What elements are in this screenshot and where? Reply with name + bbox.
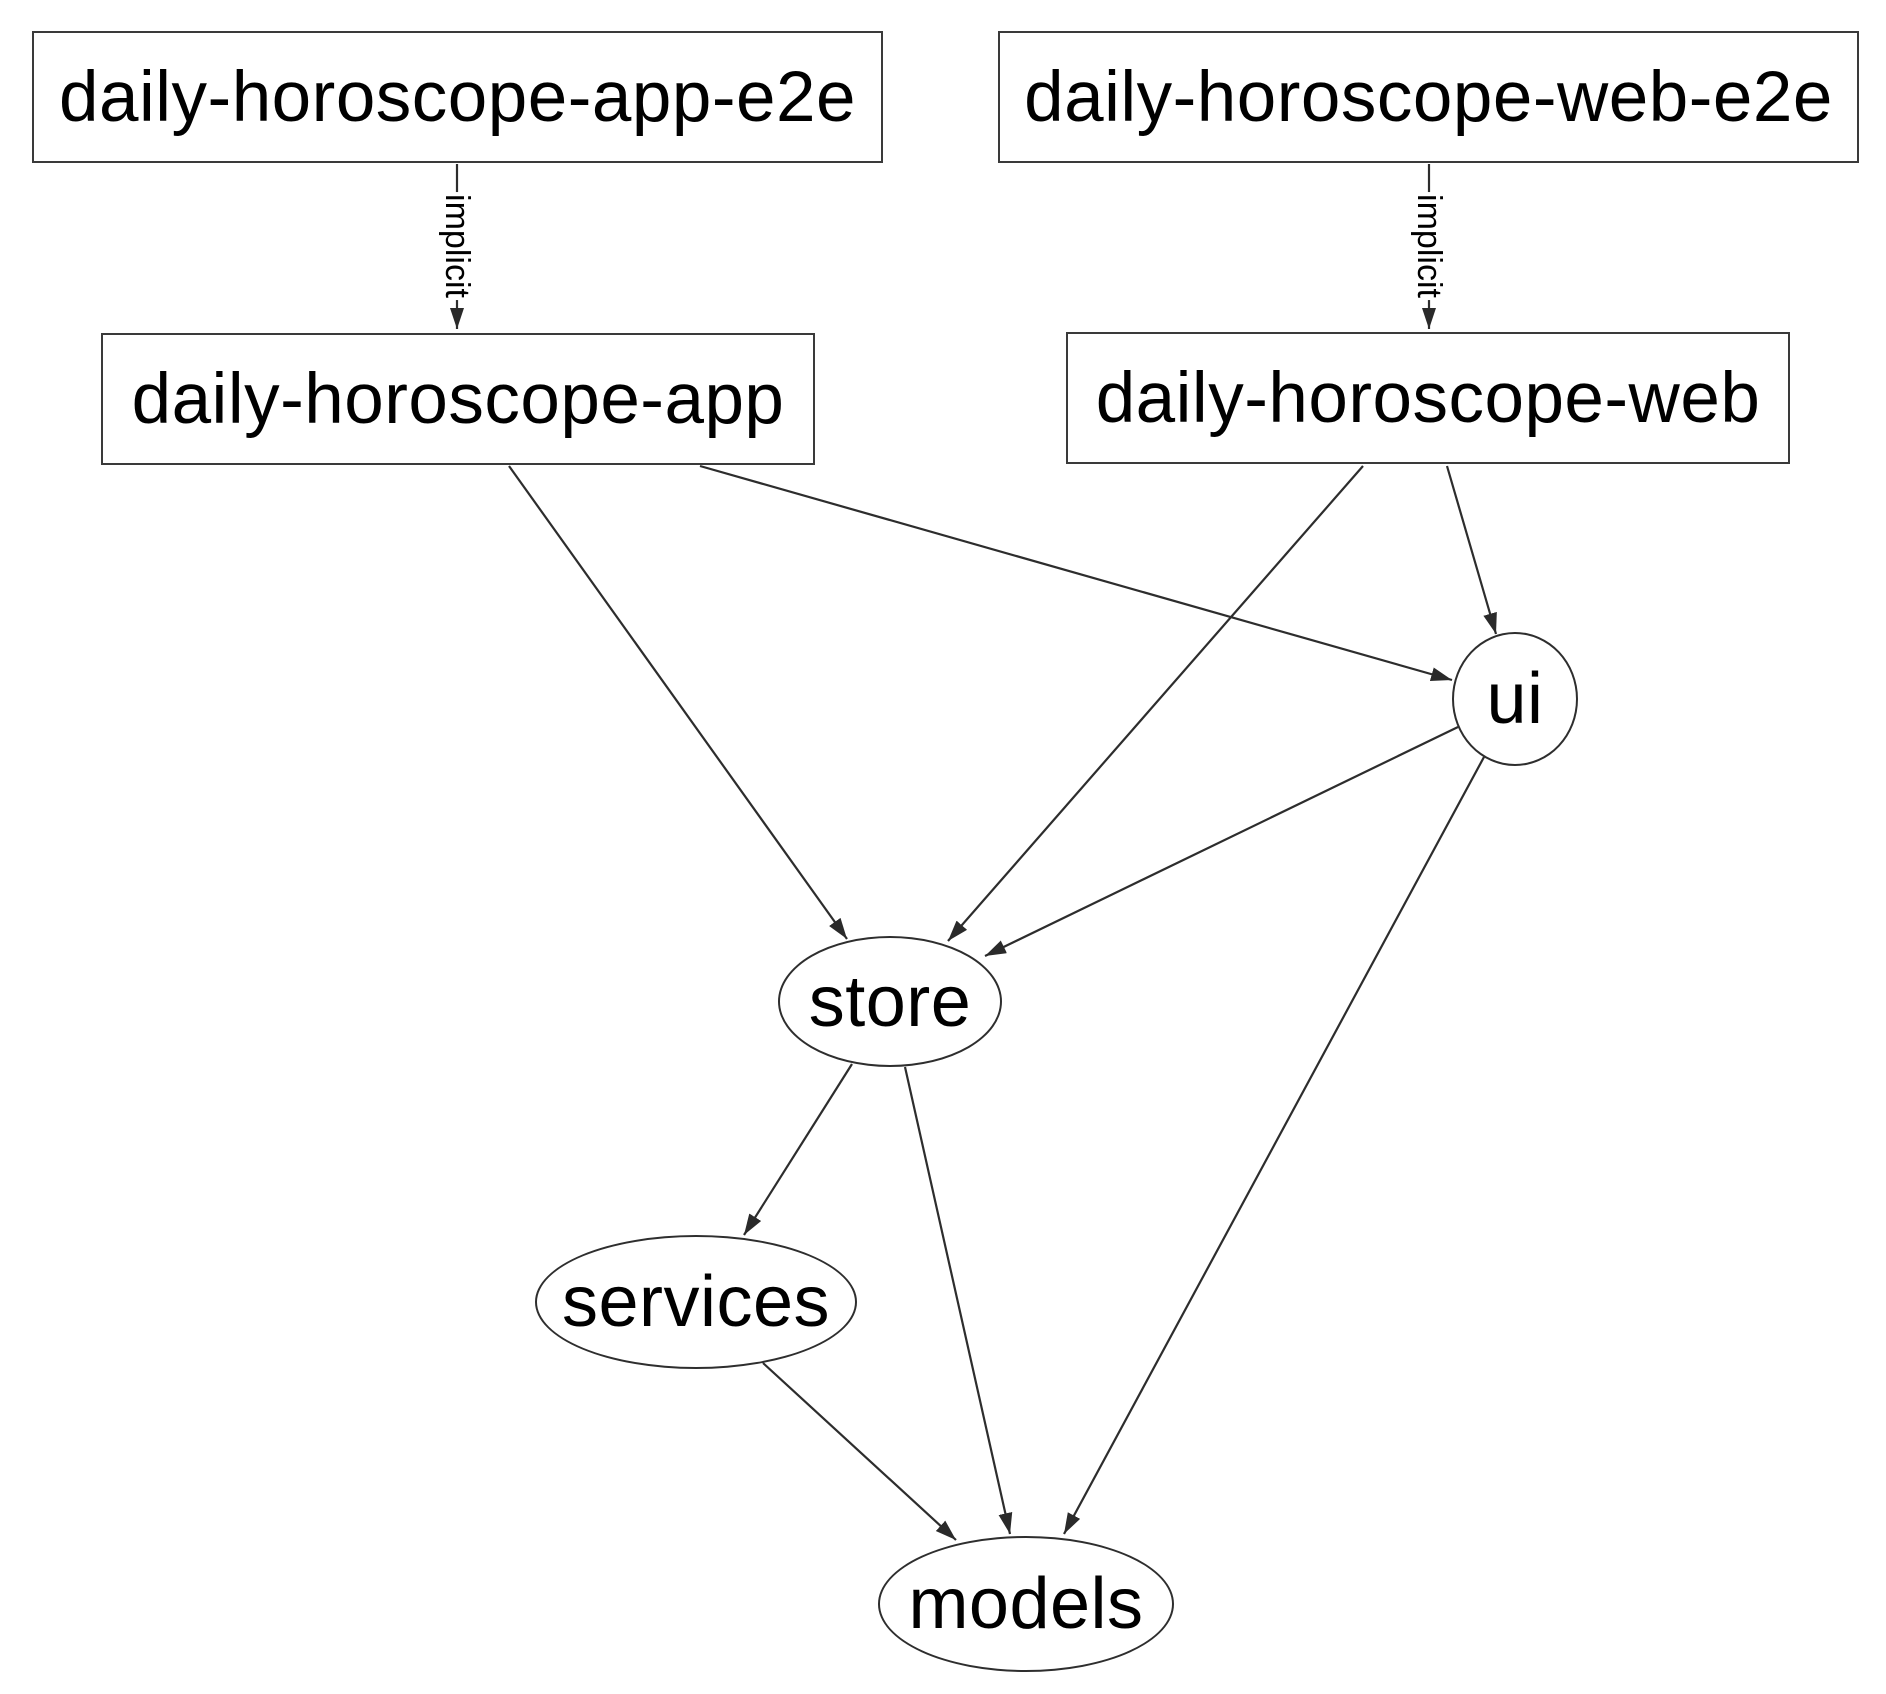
node-label-daily-horoscope-web: daily-horoscope-web bbox=[1095, 358, 1761, 438]
edge-store-to-services bbox=[743, 1063, 853, 1236]
node-label-models: models bbox=[908, 1564, 1144, 1644]
node-store: store bbox=[778, 936, 1002, 1067]
edge-label-implicit-app: implicit bbox=[437, 192, 477, 300]
edge-store-to-models bbox=[903, 1066, 1013, 1535]
node-label-ui: ui bbox=[1486, 659, 1544, 739]
edge-ui-to-store bbox=[984, 726, 1459, 957]
edge-app-to-ui bbox=[699, 464, 1453, 682]
node-daily-horoscope-web: daily-horoscope-web bbox=[1066, 332, 1790, 464]
node-label-daily-horoscope-app-e2e: daily-horoscope-app-e2e bbox=[59, 57, 856, 137]
node-label-daily-horoscope-app: daily-horoscope-app bbox=[131, 359, 785, 439]
node-daily-horoscope-web-e2e: daily-horoscope-web-e2e bbox=[998, 31, 1859, 163]
node-label-store: store bbox=[808, 961, 972, 1042]
node-daily-horoscope-app-e2e: daily-horoscope-app-e2e bbox=[32, 31, 883, 163]
node-ui: ui bbox=[1452, 632, 1578, 766]
edge-app-to-store bbox=[508, 465, 848, 940]
node-label-daily-horoscope-web-e2e: daily-horoscope-web-e2e bbox=[1024, 57, 1833, 137]
node-label-services: services bbox=[561, 1262, 831, 1342]
edge-ui-to-models bbox=[1063, 756, 1485, 1535]
edge-label-implicit-web: implicit bbox=[1409, 192, 1449, 300]
edge-web-to-ui bbox=[1445, 465, 1498, 635]
edge-web-to-store bbox=[947, 465, 1364, 942]
node-models: models bbox=[878, 1536, 1174, 1672]
edge-services-to-models bbox=[762, 1362, 957, 1541]
node-daily-horoscope-app: daily-horoscope-app bbox=[101, 333, 815, 465]
node-services: services bbox=[535, 1235, 857, 1369]
